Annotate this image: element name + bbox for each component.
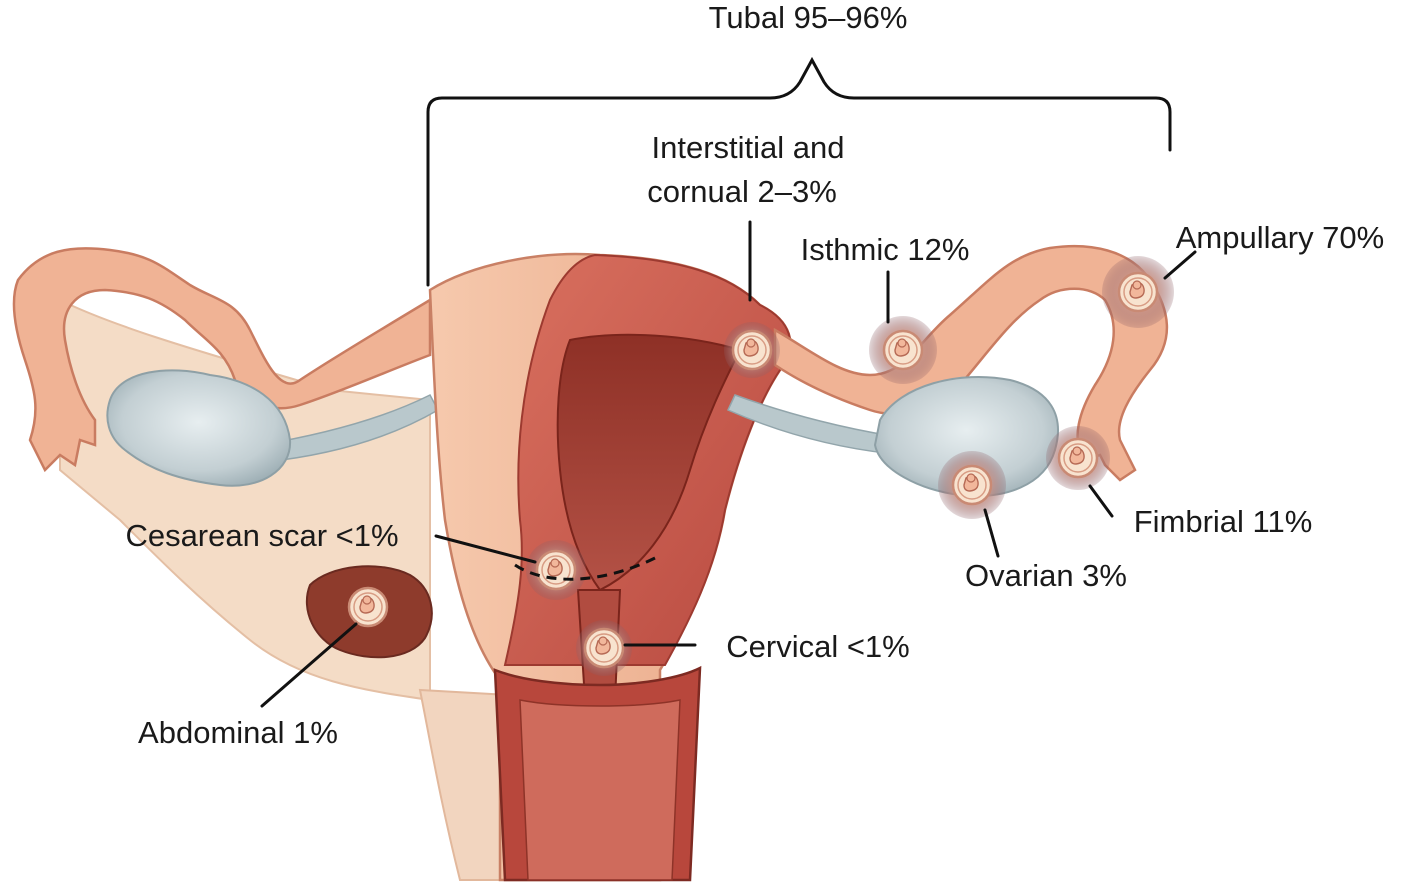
tubal-bracket (426, 56, 1172, 287)
abdominal-leader (260, 622, 358, 708)
left-fallopian-tube (12, 247, 432, 473)
ovarian-label: Ovarian 3% (965, 558, 1127, 593)
ampullary-leader (1163, 250, 1197, 280)
cesarean-scar-line (514, 556, 656, 581)
abdominal-embryo-site (347, 586, 389, 628)
ampullary-label: Ampullary 70% (1176, 220, 1384, 255)
cesarean-embryo-site (526, 540, 586, 600)
cesarean-leader (434, 534, 537, 564)
left-ovary (106, 369, 292, 487)
cervical-label: Cervical <1% (726, 629, 910, 664)
fimbrial-leader (1088, 484, 1114, 518)
ampullary-embryo-site (1102, 256, 1174, 328)
ovarian-leader (983, 508, 1000, 558)
isthmic-embryo-site (869, 316, 937, 384)
fimbrial-label: Fimbrial 11% (1134, 504, 1313, 539)
vaginal-wall (519, 699, 681, 881)
cervical-embryo-site (576, 620, 632, 676)
isthmic-label: Isthmic 12% (801, 232, 970, 267)
tubal-label: Tubal 95–96% (709, 0, 908, 35)
interstitial-label-line1: Interstitial and (652, 130, 845, 165)
uterine-cavity (556, 333, 742, 592)
fimbrial-embryo-site (1046, 426, 1110, 490)
abdominal-label: Abdominal 1% (138, 715, 338, 750)
interstitial-embryo-site (724, 322, 780, 378)
interstitial-label-line2: cornual 2–3% (647, 174, 837, 209)
ovarian-embryo-site (938, 451, 1006, 519)
cesarean-label: Cesarean scar <1% (125, 518, 398, 553)
